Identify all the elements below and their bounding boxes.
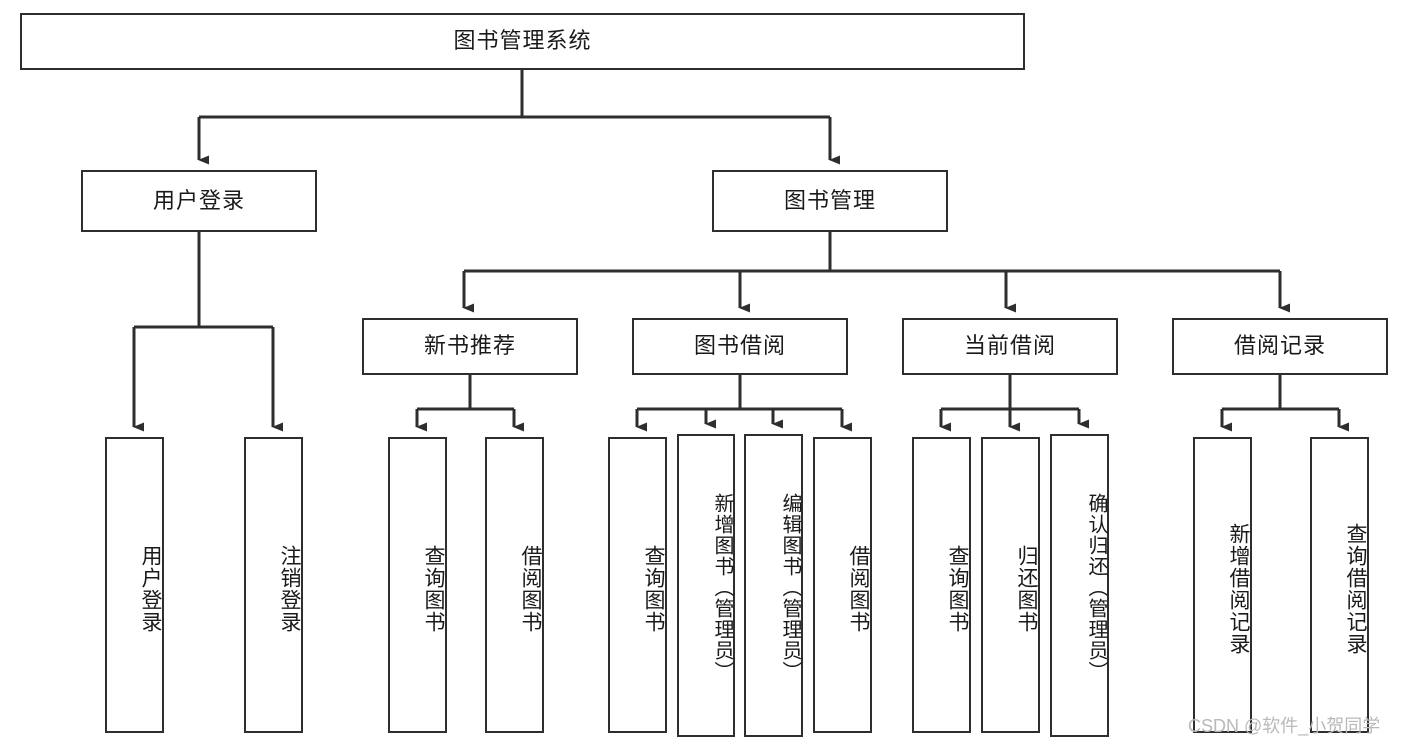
leaf-edit-book[interactable]: 编辑图书（管理员） (744, 434, 803, 737)
node-user-login[interactable]: 用户登录 (81, 170, 317, 232)
leaf-edit-book-label: 编辑图书（管理员） (779, 493, 801, 682)
leaf-user-logout-label: 注销登录 (278, 545, 301, 633)
csdn-watermark: CSDN @软件_小贺同学 (1188, 716, 1381, 736)
node-borrow-record-label: 借阅记录 (1233, 333, 1326, 359)
node-borrow-record[interactable]: 借阅记录 (1172, 318, 1388, 375)
leaf-add-book-label: 新增图书（管理员） (711, 493, 733, 682)
leaf-query-record-label: 查询借阅记录 (1344, 523, 1367, 655)
node-current-borrow-label: 当前借阅 (963, 333, 1056, 359)
leaf-query-record[interactable]: 查询借阅记录 (1310, 437, 1369, 733)
leaf-query-book-3-label: 查询图书 (946, 545, 969, 633)
leaf-return-book-label: 归还图书 (1015, 545, 1038, 633)
leaf-borrow-book-2[interactable]: 借阅图书 (813, 437, 872, 733)
leaf-borrow-book-2-label: 借阅图书 (847, 545, 870, 633)
node-book-borrow[interactable]: 图书借阅 (632, 318, 848, 375)
node-new-book-recommend-label: 新书推荐 (423, 333, 516, 359)
leaf-query-book-1[interactable]: 查询图书 (388, 437, 447, 733)
leaf-confirm-return[interactable]: 确认归还（管理员） (1050, 434, 1109, 737)
leaf-borrow-book-1[interactable]: 借阅图书 (485, 437, 544, 733)
leaf-query-book-2[interactable]: 查询图书 (608, 437, 667, 733)
leaf-confirm-return-label: 确认归还（管理员） (1085, 493, 1107, 682)
leaf-user-login-label: 用户登录 (139, 545, 162, 633)
leaf-query-book-1-label: 查询图书 (422, 545, 445, 633)
leaf-user-login[interactable]: 用户登录 (105, 437, 164, 733)
node-book-management-label: 图书管理 (783, 187, 876, 213)
leaf-query-book-2-label: 查询图书 (642, 545, 665, 633)
leaf-borrow-book-1-label: 借阅图书 (519, 545, 542, 633)
leaf-query-book-3[interactable]: 查询图书 (912, 437, 971, 733)
node-book-borrow-label: 图书借阅 (693, 333, 786, 359)
leaf-add-book[interactable]: 新增图书（管理员） (677, 434, 735, 737)
node-root[interactable]: 图书管理系统 (20, 13, 1025, 70)
leaf-user-logout[interactable]: 注销登录 (244, 437, 303, 733)
node-user-login-label: 用户登录 (152, 187, 245, 213)
node-current-borrow[interactable]: 当前借阅 (902, 318, 1118, 375)
node-new-book-recommend[interactable]: 新书推荐 (362, 318, 578, 375)
leaf-add-record[interactable]: 新增借阅记录 (1193, 437, 1252, 733)
leaf-return-book[interactable]: 归还图书 (981, 437, 1040, 733)
node-book-management[interactable]: 图书管理 (712, 170, 948, 232)
leaf-add-record-label: 新增借阅记录 (1227, 523, 1250, 655)
node-root-label: 图书管理系统 (453, 28, 592, 54)
